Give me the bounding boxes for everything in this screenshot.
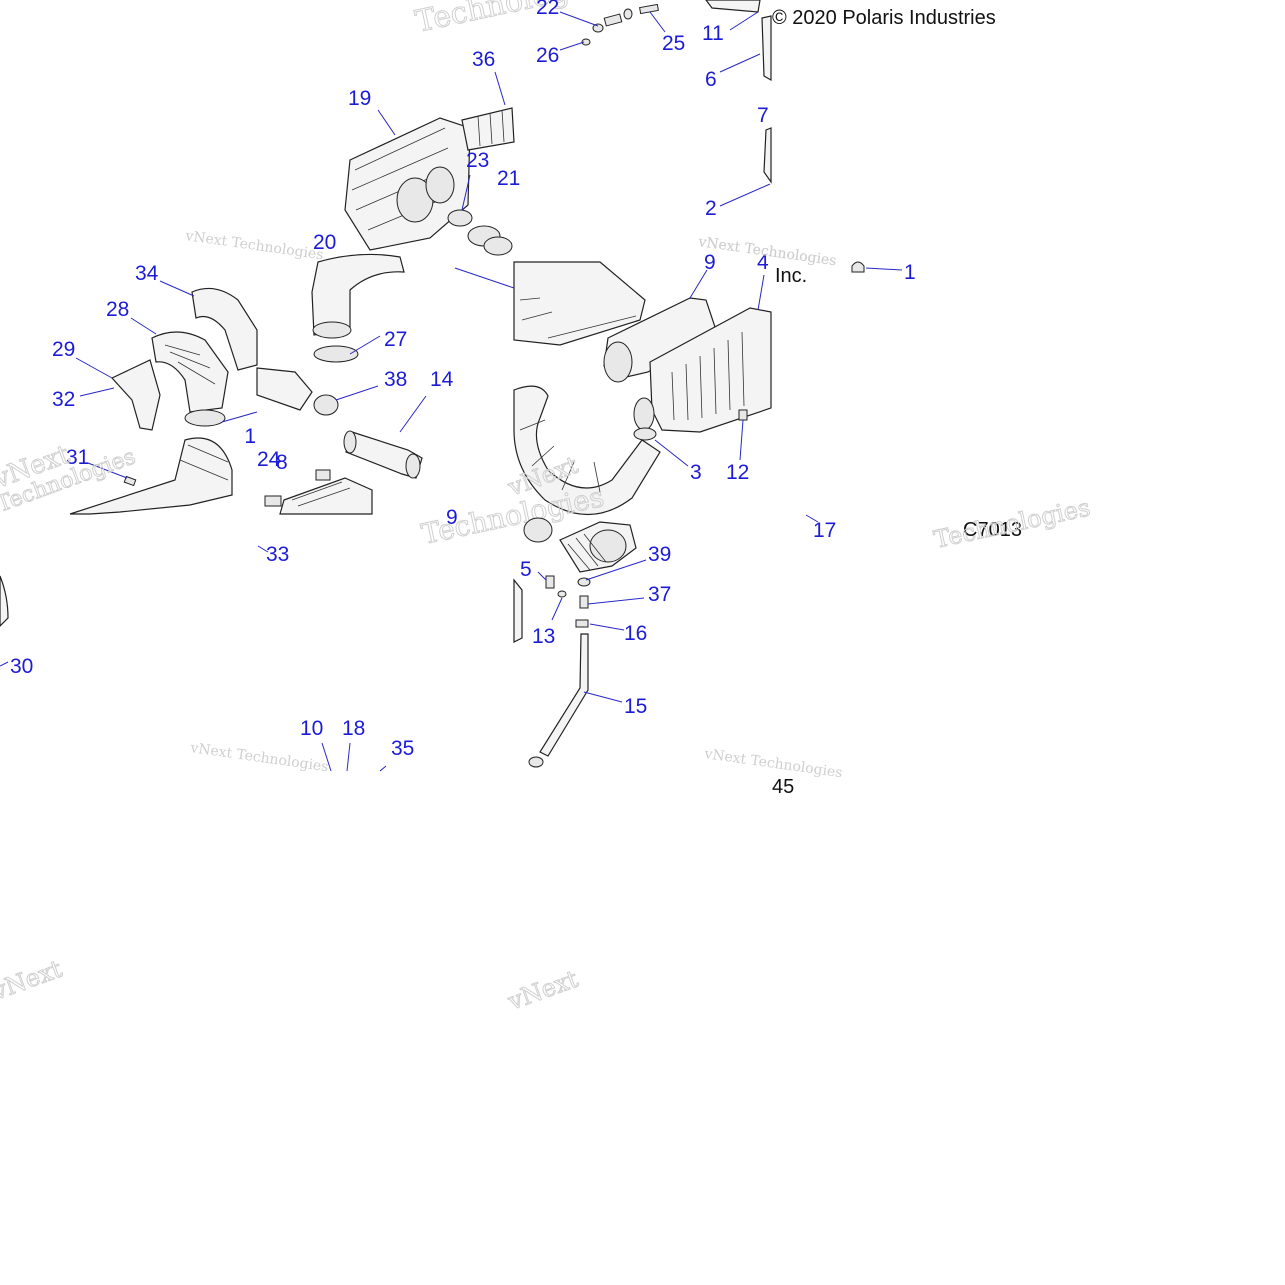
tile-e: 34 28 29 32 31 1 vNext Technologies <box>0 262 258 518</box>
callout-26: 26 <box>536 44 559 67</box>
callout-20: 20 <box>313 231 336 254</box>
callout-28: 28 <box>106 298 129 321</box>
callout-13: 13 <box>532 625 555 648</box>
callout-15: 15 <box>624 695 647 718</box>
callout-23: 23 <box>466 149 489 172</box>
watermark-text-large: Technologies <box>931 493 1092 553</box>
tile-i: 30 <box>0 575 33 678</box>
fastener <box>592 23 604 33</box>
callout-34: 34 <box>135 262 159 285</box>
intake-hose <box>461 107 515 151</box>
callout-31: 31 <box>66 446 89 469</box>
callout-9-right: 9 <box>704 251 716 274</box>
tile-f: 27 38 14 24 8 9 <box>256 253 515 529</box>
watermark-text: vNext Technologies <box>188 740 329 775</box>
callout-21: 21 <box>497 167 520 190</box>
callout-32: 32 <box>52 388 75 411</box>
tile-l: 17 C7013 Technologies <box>805 493 1093 554</box>
tile-b: Technologies 19 36 23 21 20 <box>313 0 614 256</box>
intake-duct-elbow <box>151 331 229 413</box>
callout-19: 19 <box>348 87 371 110</box>
rubber-sleeve <box>345 431 423 479</box>
hose-clamp <box>523 517 553 543</box>
page-number-fragment: 45 <box>772 776 794 798</box>
callout-11: 11 <box>702 22 724 45</box>
callout-1: 1 <box>904 261 916 284</box>
callout-36: 36 <box>472 48 495 71</box>
intake-elbow <box>513 385 661 516</box>
tile-g: 9 4 3 12 vNext Technologies vNext <box>503 234 837 516</box>
callout-7: 7 <box>757 104 769 127</box>
watermark-text-large: vNext <box>504 965 582 1016</box>
seal-ring <box>184 409 226 427</box>
filter-end-cap <box>603 341 633 383</box>
callout-38: 38 <box>384 368 407 391</box>
callout-22: 22 <box>536 0 559 19</box>
callout-10: 10 <box>300 717 323 740</box>
callout-4: 4 <box>757 251 769 274</box>
callout-5: 5 <box>520 558 532 581</box>
tile-c: 22 26 25 11 6 7 2 vNext Technologies <box>536 0 837 269</box>
callout-14: 14 <box>430 368 454 391</box>
callout-8: 8 <box>276 451 288 474</box>
callout-3: 3 <box>690 461 702 484</box>
tile-d: © 2020 Polaris Industries <box>772 7 996 29</box>
tile-m: 45 vNext vNext <box>0 776 794 1016</box>
callout-39: 39 <box>648 543 671 566</box>
seal-ring <box>633 427 657 441</box>
callout-16: 16 <box>624 622 647 645</box>
callout-2: 2 <box>705 197 717 220</box>
copyright-tail: Inc. <box>775 265 807 287</box>
duct-fragment <box>0 575 9 627</box>
callout-25: 25 <box>662 32 685 55</box>
callout-29: 29 <box>52 338 75 361</box>
callout-6: 6 <box>705 68 717 91</box>
cap-nut <box>851 261 865 273</box>
callout-35: 35 <box>391 737 414 760</box>
tile-h: Inc. 1 <box>775 261 916 287</box>
intake-duct-lower <box>69 437 233 515</box>
callout-30: 30 <box>10 655 33 678</box>
callout-37: 37 <box>648 583 671 606</box>
callout-18: 18 <box>342 717 365 740</box>
callout-17: 17 <box>813 519 836 542</box>
hose-clamp <box>447 209 473 227</box>
watermark-text: vNext Technologies <box>183 228 324 263</box>
tile-a: vNext Technologies <box>183 228 324 263</box>
drain-tube <box>539 633 589 757</box>
diagram-code: C7013 <box>963 519 1022 541</box>
airbox-lid <box>513 261 646 346</box>
duct-bracket <box>111 359 161 431</box>
tile-k: 39 37 16 5 13 15 vNext Technologies <box>513 517 843 781</box>
watermark-text-large: vNext <box>0 955 66 1006</box>
callout-24: 24 <box>257 448 281 471</box>
intake-duct-upper <box>191 287 258 371</box>
watermark-text-large: Technologies <box>412 0 613 40</box>
outlet-hose <box>311 253 405 336</box>
callout-33: 33 <box>266 543 289 566</box>
callout-9: 9 <box>446 506 458 529</box>
callout-27: 27 <box>384 328 407 351</box>
callout-1-left: 1 <box>244 425 256 448</box>
callout-12: 12 <box>726 461 749 484</box>
copyright-text: © 2020 Polaris Industries <box>772 7 996 29</box>
hose-clamp <box>313 345 359 363</box>
